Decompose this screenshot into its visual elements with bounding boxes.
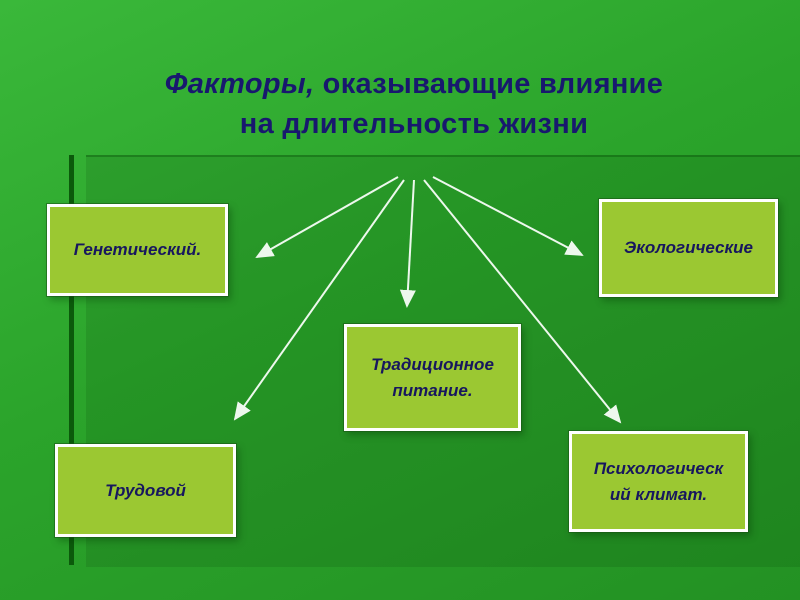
factor-box-genetic: Генетический. (47, 204, 228, 296)
slide-title: Факторы, оказывающие влияние на длительн… (14, 64, 800, 144)
factor-box-psychological: Психологический климат. (569, 431, 748, 532)
factor-label-labor: Трудовой (105, 480, 186, 500)
title-line-1: Факторы, оказывающие влияние (165, 68, 663, 100)
title-line-2: на длительность жизни (239, 108, 589, 141)
factor-box-ecological: Экологические (599, 199, 778, 297)
factor-box-nutrition: Традиционное питание. (344, 324, 521, 431)
title-italic-word: Факторы, (164, 68, 315, 100)
accent-bar (69, 155, 74, 565)
factor-label-ecological: Экологические (624, 238, 753, 258)
title-line1-rest: оказывающие влияние (314, 68, 664, 100)
factor-label-nutrition: Традиционное питание. (371, 355, 494, 400)
factor-label-psychological: Психологический климат. (593, 459, 724, 504)
factor-box-labor: Трудовой (55, 444, 236, 537)
factor-label-genetic: Генетический. (73, 240, 202, 260)
